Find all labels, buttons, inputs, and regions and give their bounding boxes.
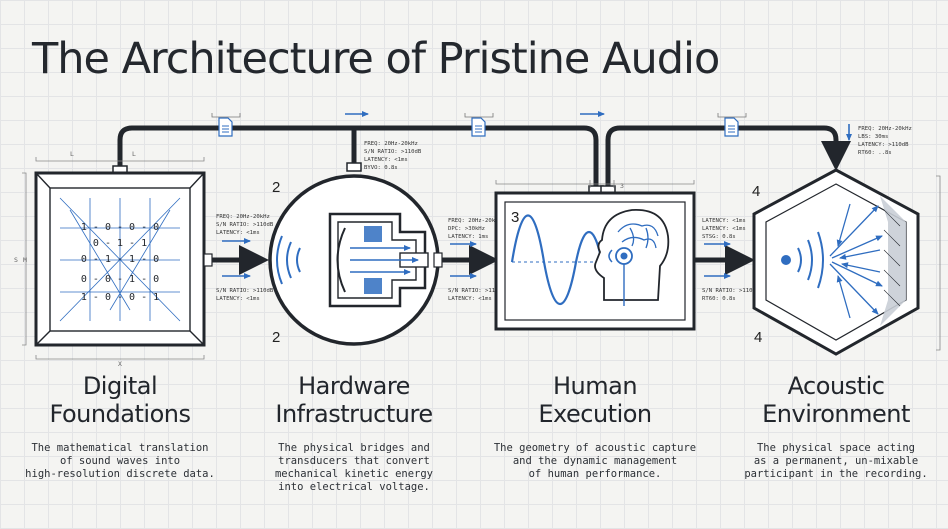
human-head-icon bbox=[594, 209, 670, 306]
svg-text:FREQ: 20Hz-20kHz: FREQ: 20Hz-20kHz bbox=[216, 214, 270, 220]
acoustic-environment-panel: 4 4 bbox=[752, 168, 941, 356]
svg-text:LATENCY: <1ms: LATENCY: <1ms bbox=[216, 230, 260, 236]
document-icon bbox=[471, 117, 486, 137]
link-hardware-to-human: FREQ: 20Hz-20kHz DPC: >30kHz LATENCY: 1m… bbox=[442, 218, 506, 302]
svg-text:2: 2 bbox=[272, 179, 280, 196]
binary-row: 0 - 0 - 1 - 0 bbox=[81, 274, 159, 285]
human-execution-panel: 3 3 bbox=[494, 180, 696, 331]
svg-text:LATENCY: <1ms: LATENCY: <1ms bbox=[702, 226, 746, 232]
spec-block-top-4: FREQ: 20Hz-20kHz LBS: 30ms LATENCY: >110… bbox=[858, 126, 912, 156]
speaker-dot-icon bbox=[781, 255, 791, 265]
binary-row: 1 - 0 - 0 - 0 bbox=[81, 222, 159, 233]
svg-text:LATENCY: <1ms: LATENCY: <1ms bbox=[364, 157, 408, 163]
svg-text:LATENCY: 1ms: LATENCY: 1ms bbox=[448, 234, 488, 240]
svg-text:S/N RATIO: >110dB: S/N RATIO: >110dB bbox=[448, 288, 506, 294]
svg-text:L: L bbox=[70, 150, 74, 158]
svg-text:LATENCY: >110dB: LATENCY: >110dB bbox=[858, 142, 909, 148]
svg-text:RT60: ..8s: RT60: ..8s bbox=[858, 150, 892, 156]
svg-text:S/N RATIO: >110dB: S/N RATIO: >110dB bbox=[702, 288, 760, 294]
svg-text:LATENCY: <1ms: LATENCY: <1ms bbox=[216, 296, 260, 302]
svg-text:S/N RATIO: >110dB: S/N RATIO: >110dB bbox=[216, 222, 274, 228]
svg-text:STSG: 0.8s: STSG: 0.8s bbox=[702, 234, 736, 240]
svg-text:FREQ: 20Hz-20kHz: FREQ: 20Hz-20kHz bbox=[858, 126, 912, 132]
svg-text:FREQ: 20Hz-20kHz: FREQ: 20Hz-20kHz bbox=[448, 218, 502, 224]
svg-text:RT60: 0.8s: RT60: 0.8s bbox=[702, 296, 736, 302]
dimension-brackets bbox=[211, 113, 747, 118]
binary-row: 1 - 0 - 0 - 1 bbox=[81, 292, 159, 303]
svg-text:LATENCY: <1ms: LATENCY: <1ms bbox=[448, 296, 492, 302]
top-bus-pipe bbox=[117, 125, 839, 190]
binary-row: 0 - 1 - 1 bbox=[93, 238, 147, 249]
document-icon bbox=[724, 117, 739, 137]
svg-text:4: 4 bbox=[754, 329, 762, 346]
waveform-icon bbox=[510, 214, 604, 306]
binary-row: 0 - 1 - 1 - 0 bbox=[81, 254, 159, 265]
svg-text:M: M bbox=[23, 256, 27, 264]
svg-text:S/N RATIO: >110dB: S/N RATIO: >110dB bbox=[364, 149, 422, 155]
waveform-icon bbox=[276, 235, 301, 285]
svg-text:LBS: 30ms: LBS: 30ms bbox=[858, 134, 888, 140]
svg-text:X: X bbox=[118, 360, 122, 368]
svg-text:S: S bbox=[14, 256, 18, 264]
svg-text:4: 4 bbox=[752, 183, 760, 200]
document-icon bbox=[218, 117, 233, 137]
svg-text:2: 2 bbox=[272, 329, 280, 346]
svg-text:3: 3 bbox=[511, 209, 519, 226]
link-human-to-acoustic: LATENCY: <1ms LATENCY: <1ms STSG: 0.8s S… bbox=[694, 218, 760, 302]
svg-text:FREQ: 20Hz-20kHz: FREQ: 20Hz-20kHz bbox=[364, 141, 418, 147]
svg-text:DPC: >30kHz: DPC: >30kHz bbox=[448, 226, 485, 232]
link-digital-to-hardware: FREQ: 20Hz-20kHz S/N RATIO: >110dB LATEN… bbox=[203, 214, 274, 302]
digital-foundations-panel: 1 - 0 - 0 - 0 0 - 1 - 1 0 - 1 - 1 - 0 0 … bbox=[14, 150, 206, 368]
svg-text:L: L bbox=[132, 150, 136, 158]
svg-text:3: 3 bbox=[620, 182, 624, 190]
spec-block-top-2: FREQ: 20Hz-20kHz S/N RATIO: >110dB LATEN… bbox=[364, 141, 422, 171]
page-title: The Architecture of Pristine Audio bbox=[32, 34, 720, 84]
svg-text:BYVO: 0.8s: BYVO: 0.8s bbox=[364, 165, 398, 171]
hardware-infrastructure-panel: 2 2 bbox=[268, 174, 443, 346]
svg-text:LATENCY: <1ms: LATENCY: <1ms bbox=[702, 218, 746, 224]
svg-text:S/N RATIO: >110dB: S/N RATIO: >110dB bbox=[216, 288, 274, 294]
